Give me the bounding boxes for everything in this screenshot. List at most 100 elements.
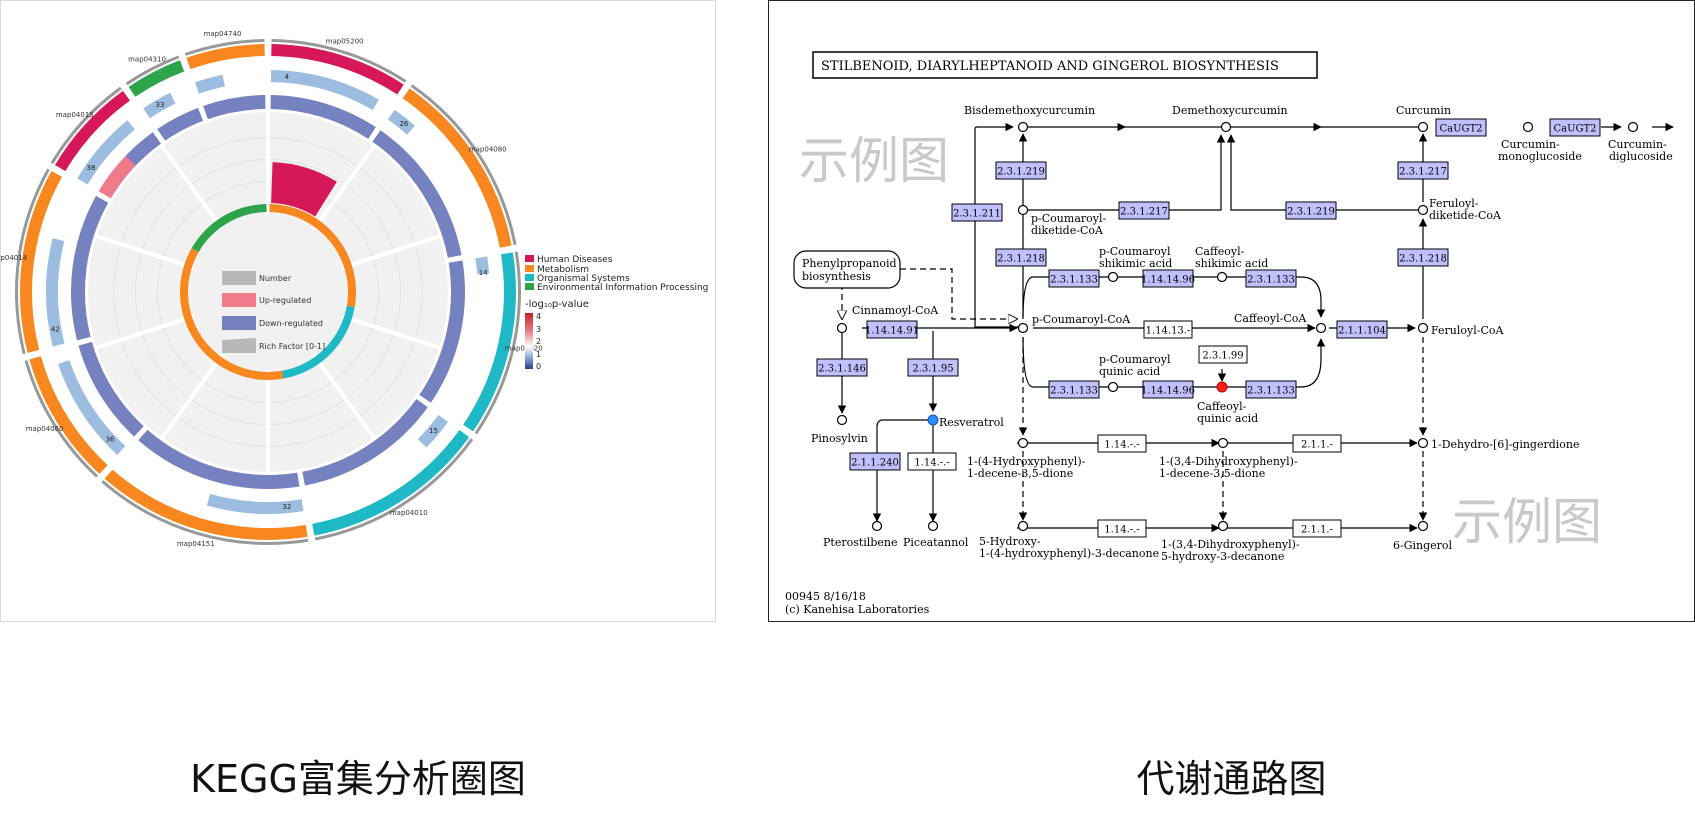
gene-count-bar (387, 109, 415, 135)
compound-node[interactable] (1017, 322, 1029, 334)
rich-factor-arc (281, 305, 355, 379)
enzyme-box-rect (995, 161, 1047, 180)
compound-label-p-coumaroyl-diketide: diketide-CoA (1031, 224, 1104, 237)
inner-legend-label-down: Down-regulated (259, 319, 323, 328)
caption-right: 代谢通路图 (1136, 757, 1327, 801)
enzyme-box[interactable]: 1.14.13.- (1143, 320, 1193, 339)
enzyme-box[interactable]: 2.3.1.217 (1397, 161, 1449, 180)
compound-label-dihydroxy-decanone: 1-(3,4-Dihydroxyphenyl)- (1161, 538, 1300, 551)
segment-count-label: 33 (156, 101, 165, 109)
compound-label-caffeoyl-quinic: quinic acid (1197, 412, 1258, 425)
compound-label-feruloyl-coa: Feruloyl-CoA (1431, 324, 1505, 337)
enzyme-box-rect (1245, 380, 1297, 399)
compound-node[interactable] (1017, 437, 1029, 449)
legend-label-organismal-systems: Organismal Systems (537, 274, 630, 284)
map-link-phenylpropanoid[interactable] (793, 250, 901, 289)
enzyme-box[interactable]: 2.1.1.- (1292, 519, 1342, 538)
compound-node[interactable] (1417, 204, 1429, 216)
compound-node[interactable] (1217, 520, 1229, 532)
enzyme-box[interactable]: CaUGT2 (1549, 118, 1601, 137)
compound-node[interactable] (836, 322, 848, 334)
enzyme-label: 2.1.1.104 (1338, 326, 1386, 337)
enzyme-box[interactable]: 2.3.1.218 (1397, 248, 1449, 267)
enzyme-box[interactable]: 1.14.14.96 (1141, 269, 1195, 288)
segment-id-label: map04015 (56, 111, 94, 119)
enzyme-box[interactable]: 2.1.1.104 (1336, 320, 1388, 339)
enzyme-box[interactable]: 2.3.1.146 (816, 358, 868, 377)
enzyme-box[interactable]: 2.3.1.219 (995, 161, 1047, 180)
compound-label-pterostilbene: Pterostilbene (823, 536, 897, 549)
compound-node[interactable] (1017, 121, 1029, 133)
compound-node[interactable] (836, 414, 848, 426)
down-regulated-bar (302, 399, 428, 486)
enzyme-box[interactable]: 2.3.1.133 (1245, 269, 1297, 288)
compound-label-curcumin-monoglucoside: Curcumin- (1501, 138, 1560, 151)
segment-count-label: 15 (429, 427, 438, 435)
enzyme-label: 2.3.1.218 (1399, 254, 1447, 265)
enzyme-box[interactable]: 1.14.14.91 (865, 320, 919, 339)
sector-separator (312, 353, 376, 439)
compound-node[interactable] (927, 520, 939, 532)
enzyme-box[interactable]: 2.3.1.133 (1048, 269, 1100, 288)
gene-count-bar (58, 360, 126, 455)
enzyme-box[interactable]: CaUGT2 (1435, 118, 1487, 137)
compound-node[interactable] (1417, 520, 1429, 532)
enzyme-box[interactable]: 2.3.1.217 (1118, 201, 1170, 220)
category-ring-segment (186, 44, 265, 70)
segment-count-label: 26 (399, 120, 408, 128)
enzyme-box-rect (816, 358, 868, 377)
compound-node[interactable] (1627, 121, 1639, 133)
compound-node[interactable] (1417, 437, 1429, 449)
enzyme-box[interactable]: 2.3.1.211 (951, 203, 1003, 222)
enzyme-box-rect (1048, 269, 1100, 288)
enzyme-box[interactable]: 2.3.1.218 (995, 248, 1047, 267)
segment-id-label: map04014 (1, 254, 28, 262)
sector-separator (160, 353, 224, 439)
gene-count-bar (270, 70, 379, 111)
compound-label-caffeoyl-quinic: Caffeoyl- (1197, 400, 1247, 413)
enzyme-box[interactable]: 1.14.-.- (1097, 434, 1147, 453)
enzyme-box[interactable]: 1.14.-.- (1097, 519, 1147, 538)
inner-legend-swatch-rich-factor (222, 338, 256, 353)
map-link-label: Phenylpropanoid (802, 257, 897, 270)
segment-id-label: map04080 (469, 145, 507, 153)
compound-node[interactable] (1217, 437, 1229, 449)
enzyme-box-rect (1336, 320, 1388, 339)
compound-node[interactable] (1017, 520, 1029, 532)
inner-legend-swatch-down (222, 316, 256, 330)
enzyme-label: 1.14.14.96 (1141, 275, 1195, 286)
compound-node[interactable] (1220, 121, 1232, 133)
compound-label-p-coumaroyl-shikimic: p-Coumaroyl (1099, 245, 1171, 258)
compound-label-caffeoyl-shikimic: shikimic acid (1195, 257, 1268, 270)
compound-node[interactable] (1107, 381, 1119, 393)
enzyme-box[interactable]: 2.3.1.133 (1245, 380, 1297, 399)
rich-factor-arc (269, 204, 356, 308)
enzyme-box[interactable]: 1.14.-.- (907, 452, 957, 471)
enzyme-box[interactable]: 2.3.1.99 (1198, 345, 1248, 364)
enzyme-box[interactable]: 2.3.1.95 (907, 358, 959, 377)
compound-node-highlighted-red[interactable] (1216, 381, 1228, 393)
tick-ring-segment (125, 55, 180, 86)
enzyme-box[interactable]: 2.3.1.219 (1285, 201, 1337, 220)
compound-node[interactable] (1107, 271, 1119, 283)
compound-node[interactable] (1216, 271, 1228, 283)
segment-count-label: 36 (106, 435, 115, 443)
compound-node[interactable] (1315, 322, 1327, 334)
compound-node[interactable] (1017, 204, 1029, 216)
category-ring-segment (104, 469, 308, 541)
compound-node[interactable] (871, 520, 883, 532)
segment-id-label: map04151 (177, 540, 215, 548)
enzyme-label: 1.14.14.96 (1141, 386, 1195, 397)
rich-factor-arc (191, 204, 267, 252)
compound-node[interactable] (1417, 121, 1429, 133)
enzyme-box[interactable]: 2.1.1.240 (849, 452, 901, 471)
compound-label-feruloyl-diketide: diketide-CoA (1429, 209, 1502, 222)
compound-node[interactable] (1522, 121, 1534, 133)
enzyme-box[interactable]: 1.14.14.96 (1141, 380, 1195, 399)
compound-node[interactable] (1417, 322, 1429, 334)
enzyme-box[interactable]: 2.3.1.133 (1048, 380, 1100, 399)
enzyme-label: 2.3.1.133 (1050, 275, 1098, 286)
gene-count-bar (77, 120, 135, 185)
compound-node-highlighted-blue[interactable] (927, 414, 939, 426)
enzyme-box[interactable]: 2.1.1.- (1292, 434, 1342, 453)
